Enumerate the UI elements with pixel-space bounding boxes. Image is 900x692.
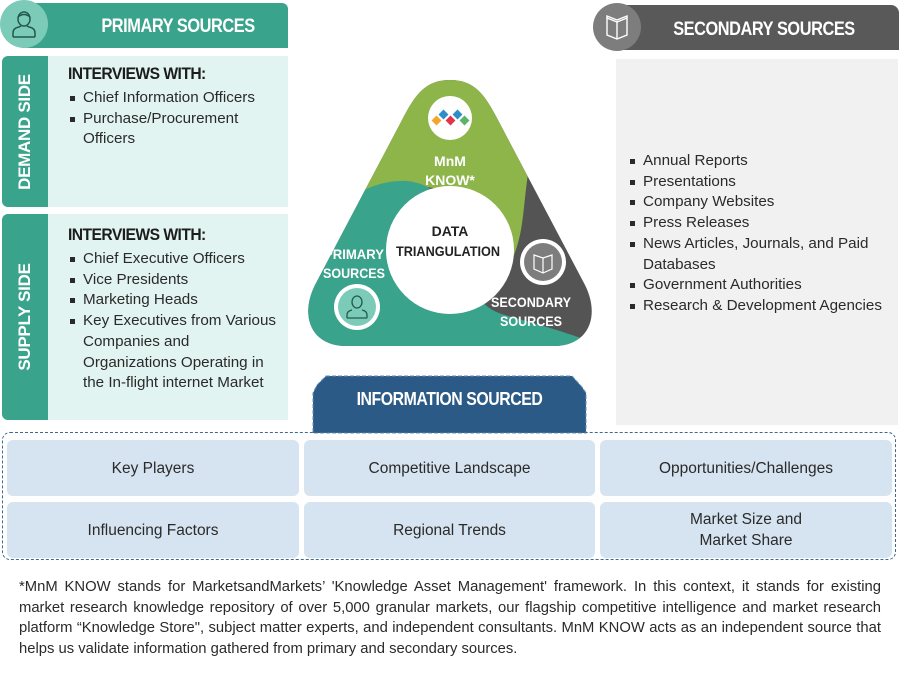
secondary-list-item: Company Websites xyxy=(628,192,896,213)
demand-side-tab: DEMAND SIDE xyxy=(2,56,48,207)
mnm-label-line1: MnM xyxy=(434,153,466,169)
footnote: *MnM KNOW stands for MarketsandMarkets’ … xyxy=(19,579,881,658)
primary-sources-title: PRIMARY SOURCES xyxy=(101,16,255,37)
primary-sources-header: PRIMARY SOURCES xyxy=(22,3,288,48)
triangulation-graphic: MnM KNOW* DATA TRIANGULATION PRIMARY SOU… xyxy=(308,80,592,346)
secondary-list-item: Presentations xyxy=(628,172,896,193)
info-cell-market-size-share: Market Size and Market Share xyxy=(600,502,892,558)
demand-side-panel: DEMAND SIDE INTERVIEWS WITH: Chief Infor… xyxy=(2,56,288,207)
info-cell-regional-trends: Regional Trends xyxy=(304,502,595,558)
info-cell-competitive-landscape: Competitive Landscape xyxy=(304,440,595,496)
secondary-sources-header: SECONDARY SOURCES xyxy=(616,5,899,50)
secondary-sources-title: SECONDARY SOURCES xyxy=(673,19,855,40)
book-icon xyxy=(533,254,553,274)
primary-sources-badge xyxy=(0,0,48,48)
person-icon xyxy=(346,295,368,319)
secondary-list-item: Government Authorities xyxy=(628,275,896,296)
supply-list-item: Vice Presidents xyxy=(68,270,282,291)
supply-side-panel: SUPPLY SIDE INTERVIEWS WITH: Chief Execu… xyxy=(2,214,288,420)
supply-list-item: Marketing Heads xyxy=(68,290,282,311)
supply-side-tab: SUPPLY SIDE xyxy=(2,214,48,420)
information-sourced-title: INFORMATION SOURCED xyxy=(356,389,543,409)
person-icon xyxy=(12,11,36,38)
info-cell-opportunities-challenges: Opportunities/Challenges xyxy=(600,440,892,496)
book-icon xyxy=(606,14,628,40)
demand-list-item: Purchase/Procurement Officers xyxy=(68,109,282,150)
secondary-list-item: News Articles, Journals, and Paid Databa… xyxy=(628,234,896,275)
information-sourced-tab: INFORMATION SOURCED xyxy=(312,375,587,435)
supply-list-item: Key Executives from Various Companies an… xyxy=(68,311,282,394)
primary-icon-circle xyxy=(338,288,376,326)
secondary-list-item: Annual Reports xyxy=(628,151,896,172)
supply-side-label: SUPPLY SIDE xyxy=(15,263,34,371)
center-label-line2: TRIANGULATION xyxy=(396,243,500,259)
center-label-line1: DATA xyxy=(432,223,469,239)
primary-label-line2: SOURCES xyxy=(323,265,385,281)
information-sourced-shape xyxy=(312,375,587,434)
info-cell-influencing-factors: Influencing Factors xyxy=(7,502,299,558)
secondary-label-line2: SOURCES xyxy=(500,313,562,329)
supply-list-item: Chief Executive Officers xyxy=(68,249,282,270)
secondary-label-line1: SECONDARY xyxy=(491,294,572,310)
info-cell-key-players: Key Players xyxy=(7,440,299,496)
demand-side-label: DEMAND SIDE xyxy=(15,73,34,190)
secondary-list-item: Press Releases xyxy=(628,213,896,234)
center-circle xyxy=(386,186,514,314)
secondary-sources-badge xyxy=(593,3,641,51)
secondary-list-item: Research & Development Agencies xyxy=(628,296,896,317)
demand-heading: INTERVIEWS WITH: xyxy=(68,64,206,83)
mnm-label-line2: KNOW* xyxy=(425,172,475,188)
demand-list-item: Chief Information Officers xyxy=(68,88,282,109)
primary-label-line1: PRIMARY xyxy=(324,246,385,262)
supply-heading: INTERVIEWS WITH: xyxy=(68,225,206,244)
information-sourced-frame xyxy=(2,432,896,560)
data-triangulation-diagram: MnM KNOW* DATA TRIANGULATION PRIMARY SOU… xyxy=(300,70,600,360)
